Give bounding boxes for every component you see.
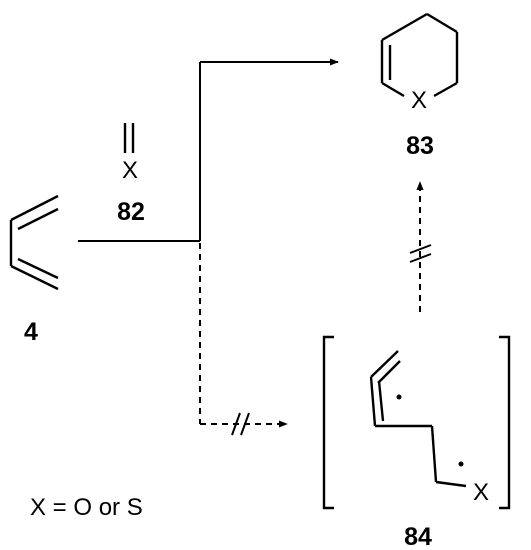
heterodienophile-structure [123, 123, 135, 153]
label-compound-84: 84 [404, 523, 432, 550]
label-compound-83: 83 [406, 132, 434, 160]
blocked-marker-horizontal [231, 412, 250, 436]
bracket-right [499, 335, 511, 510]
radical-dot-carbon [396, 394, 402, 400]
diradical-structure [369, 350, 467, 488]
butadiene-structure [9, 194, 59, 291]
dihydropyran-structure [380, 12, 459, 98]
atom-x-83: X [411, 87, 427, 114]
label-compound-4: 4 [24, 318, 38, 346]
reaction-arrows [78, 58, 424, 428]
radical-dot-heteroatom [458, 461, 464, 467]
footnote-x-definition: X = O or S [30, 494, 143, 521]
label-compound-82: 82 [117, 198, 145, 226]
atom-x-84: X [473, 479, 489, 506]
blocked-marker-vertical [409, 244, 432, 263]
atom-x-82: X [122, 157, 138, 184]
bracket-left [322, 335, 334, 510]
